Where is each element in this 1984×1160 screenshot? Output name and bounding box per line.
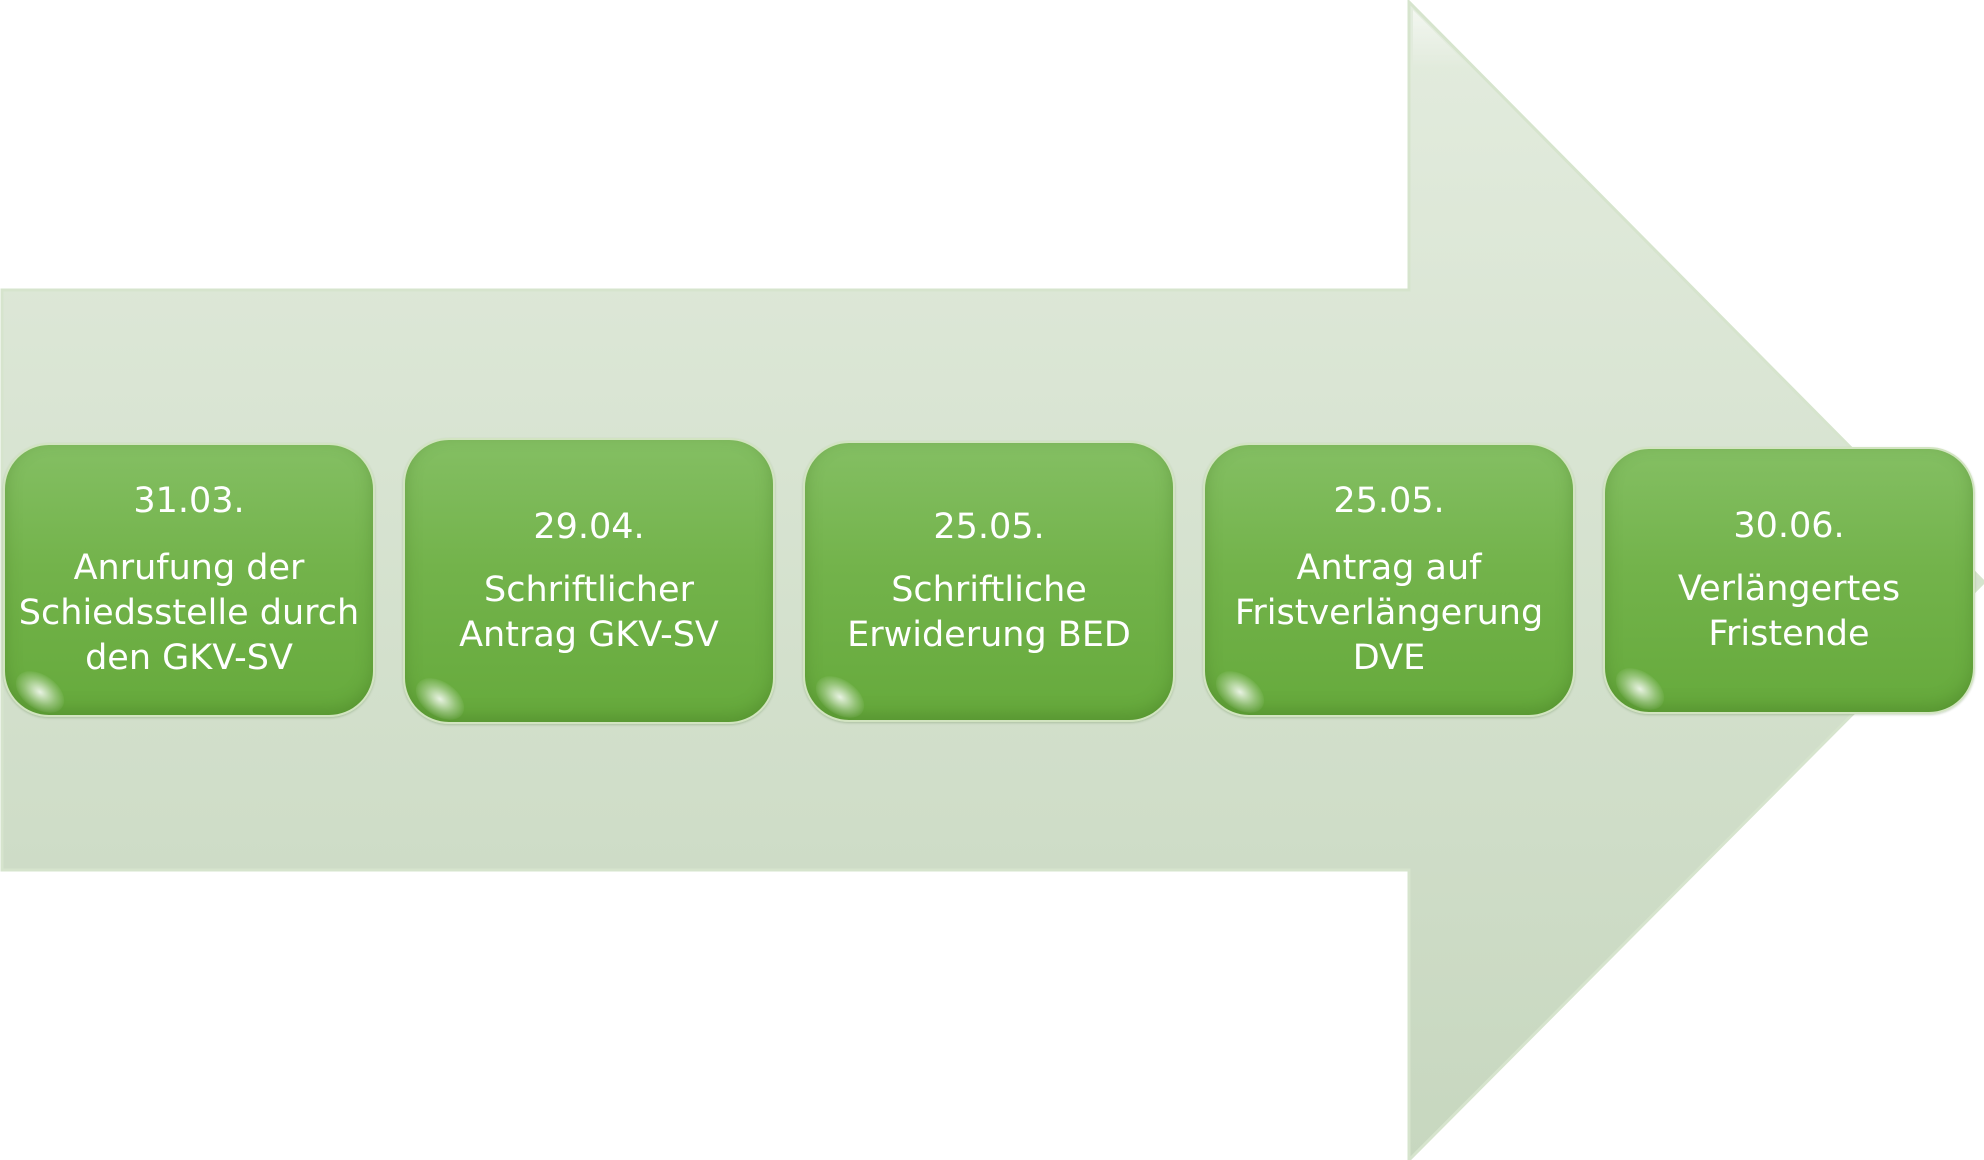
step-date: 31.03. <box>133 481 245 521</box>
step-label: Schriftlicher Antrag GKV-SV <box>459 569 719 655</box>
step-date: 25.05. <box>1333 481 1445 521</box>
step-box-2: 29.04. Schriftlicher Antrag GKV-SV <box>403 438 775 724</box>
step-box-5: 30.06. Verlängertes Fristende <box>1603 447 1975 714</box>
step-box-4: 25.05. Antrag auf Fristverlängerung DVE <box>1203 443 1575 717</box>
step-box-3: 25.05. Schriftliche Erwiderung BED <box>803 441 1175 722</box>
step-date: 30.06. <box>1733 506 1845 546</box>
step-date: 25.05. <box>933 507 1045 547</box>
step-label: Verlängertes Fristende <box>1677 569 1901 654</box>
step-date: 29.04. <box>533 506 645 547</box>
step-box-1: 31.03. Anrufung der Schiedsstelle durch … <box>3 443 375 717</box>
arrow-highlight <box>6 10 1700 304</box>
step-label: Schriftliche Erwiderung BED <box>847 570 1131 655</box>
step-label: Antrag auf Fristverlängerung DVE <box>1234 548 1544 678</box>
step-label: Anrufung der Schiedsstelle durch den GKV… <box>18 548 360 678</box>
